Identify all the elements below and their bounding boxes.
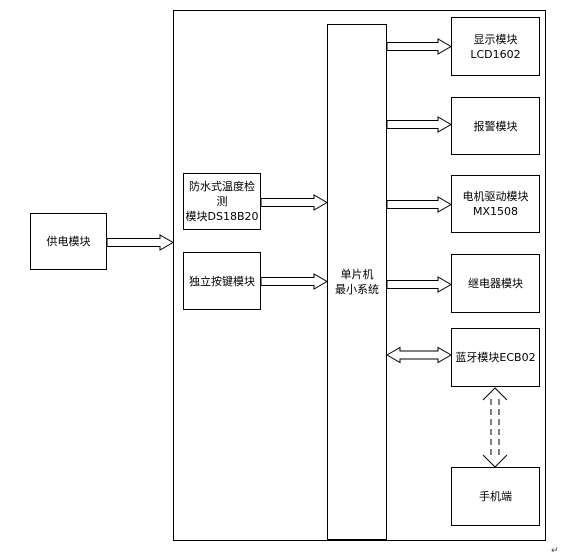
mcu-system: 单片机 最小系统 [327,24,387,540]
motor-module-label-line2: MX1508 [472,205,519,218]
lcd-module: 显示模块LCD1602 [451,17,540,76]
arrow-key-to-mcu [260,273,329,290]
arrow-mcu-to-lcd [386,38,453,55]
phone-terminal: 手机端 [451,467,540,526]
arrow-bluetooth-phone-wireless [482,387,508,468]
arrow-mcu-to-relay [386,276,453,293]
motor-driver-module: 电机驱动模块 MX1508 [451,175,540,233]
arrow-mcu-to-motor [386,196,453,213]
arrow-temp-to-mcu [260,194,329,211]
phone-terminal-label: 手机端 [479,490,512,503]
key-module: 独立按键模块 [183,252,261,310]
power-module: 供电模块 [30,213,107,270]
mcu-label-line2: 最小系统 [335,283,379,296]
key-module-label: 独立按键模块 [189,274,255,288]
alarm-module-label: 报警模块 [473,119,518,133]
arrow-mcu-bluetooth-bidirectional [385,346,453,364]
arrow-mcu-to-alarm [386,116,453,133]
bluetooth-module-label: 蓝牙模块ECB02 [455,351,536,364]
alarm-module: 报警模块 [451,97,540,155]
bluetooth-module: 蓝牙模块ECB02 [451,328,540,387]
power-module-label: 供电模块 [46,235,91,248]
temperature-module-label-line2: 模块DS18B20 [185,210,259,223]
motor-module-label-line1: 电机驱动模块 [462,190,529,203]
mcu-label-line1: 单片机 [340,268,374,281]
relay-module: 继电器模块 [451,254,540,313]
relay-module-label: 继电器模块 [468,277,523,290]
lcd-module-label: 显示模块LCD1602 [470,32,521,61]
temperature-module: 防水式温度检测 模块DS18B20 [183,173,261,230]
paragraph-mark: ↵ [551,546,559,556]
temperature-module-label-line1: 防水式温度检测 [189,180,255,208]
system-boundary [173,10,546,541]
arrow-power-to-system [106,234,175,251]
